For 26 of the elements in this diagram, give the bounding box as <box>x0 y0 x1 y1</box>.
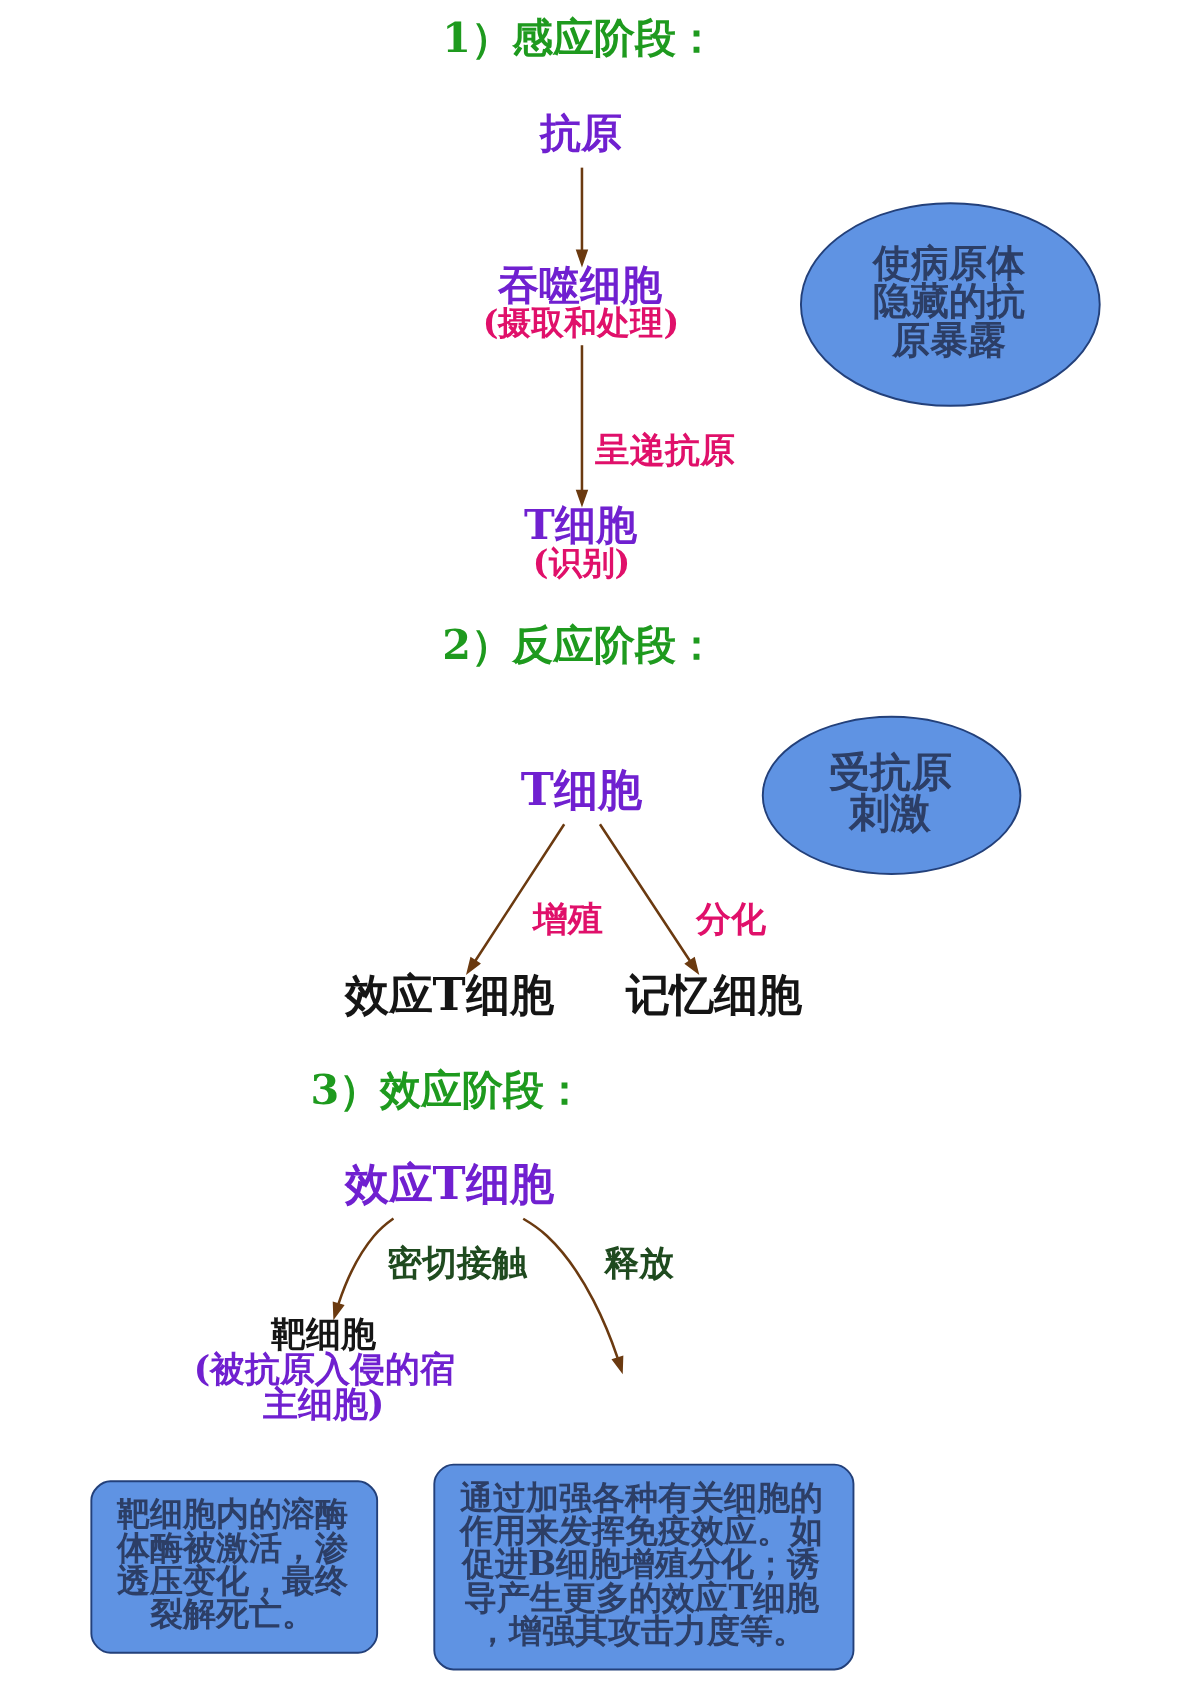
edge-label: 释放 <box>604 1242 675 1284</box>
arrow <box>466 823 566 976</box>
label: 3）效应阶段： <box>310 1064 586 1114</box>
node-text: 效应T细胞 <box>344 968 554 1021</box>
node-box: 靶细胞内的溶酶体酶被激活，渗透压变化，最终裂解死亡。 <box>90 1480 379 1654</box>
node-text: 靶细胞 (被抗原入侵的宿主细胞) <box>193 1313 456 1425</box>
arrow <box>575 345 589 508</box>
node-text: 效应T细胞 <box>344 1157 554 1210</box>
arrow <box>575 167 589 268</box>
node-ellipse: 使病原体隐藏的抗原暴露 <box>799 202 1101 407</box>
label: 2）反应阶段： <box>442 620 717 670</box>
node-text: 抗原 <box>539 107 622 157</box>
arrow <box>598 823 700 976</box>
node-text: 记忆细胞 <box>626 968 803 1021</box>
node-box: 通过加强各种有关细胞的作用来发挥免疫效应。如促进B细胞增殖分化；诱导产生更多的效应T细胞，增强其攻击力度等。 <box>433 1463 855 1671</box>
edge-label: 呈递抗原 <box>594 429 735 471</box>
edge-label: 密切接触 <box>386 1242 527 1284</box>
arrow <box>522 1217 624 1375</box>
label: 1）感应阶段： <box>442 13 717 63</box>
node-ellipse: 受抗原刺激 <box>761 715 1022 875</box>
node-text: 吞噬细胞 (摄取和处理) <box>482 259 680 342</box>
arrow <box>332 1217 395 1321</box>
node-text: T细胞 (识别) <box>524 499 637 582</box>
edge-label: 增殖 <box>532 897 603 939</box>
node-text: T细胞 <box>520 762 642 815</box>
edge-label: 分化 <box>696 897 767 939</box>
